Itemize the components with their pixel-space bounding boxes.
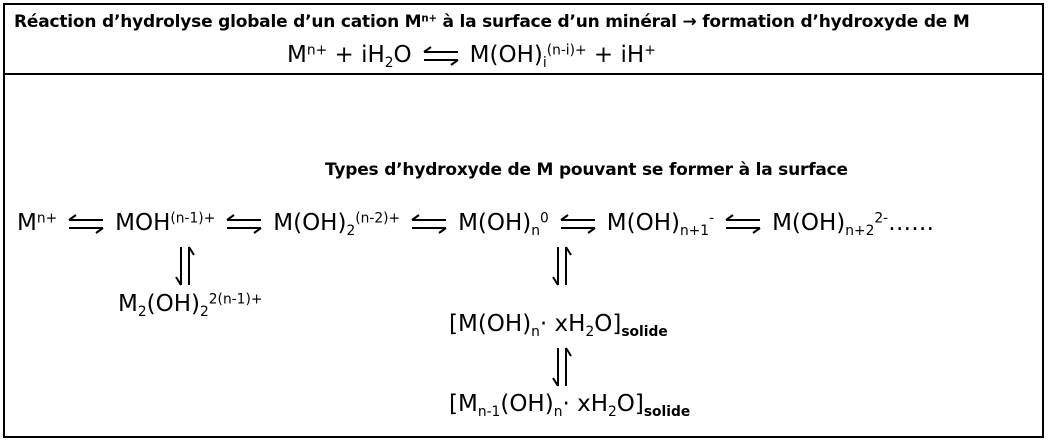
dimer-species: M2(OH)22(n-1)+ bbox=[118, 291, 263, 320]
vertical-equilibrium-arrow bbox=[175, 246, 195, 286]
species-m-oh-n: M(OH)n0 bbox=[458, 210, 549, 239]
equilibrium-arrow bbox=[68, 213, 104, 234]
diagram-frame bbox=[3, 3, 1044, 438]
species-m-oh-n-plus-1: M(OH)n+1- bbox=[606, 210, 715, 239]
types-heading: Types d’hydroxyde de M pouvant se former… bbox=[325, 160, 848, 180]
equilibrium-arrow bbox=[226, 213, 262, 234]
hydroxide-product: M(OH)i(n-i)+ bbox=[469, 42, 587, 71]
solid-polynuclear-hydroxide: [Mn-1(OH)n· xH2O]solide bbox=[449, 391, 691, 420]
cation: Mn+ bbox=[287, 42, 328, 68]
main-title: Réaction d’hydrolyse globale d’un cation… bbox=[14, 12, 970, 32]
title-bar bbox=[3, 3, 1044, 75]
equilibrium-arrow bbox=[411, 213, 447, 234]
vertical-equilibrium-arrow bbox=[552, 347, 572, 387]
equilibrium-arrow bbox=[560, 213, 596, 234]
hydrolysis-chain: Mn+ MOH(n-1)+ M(OH)2(n-2)+ M(OH)n0 M(OH)n+1-… bbox=[17, 210, 935, 239]
species-cation: Mn+ bbox=[17, 210, 58, 236]
equilibrium-arrow bbox=[423, 45, 459, 66]
species-m-oh-2: M(OH)2(n-2)+ bbox=[273, 210, 401, 239]
species-m-oh-n-plus-2: M(OH)n+22- bbox=[772, 210, 889, 239]
solid-hydroxide: [M(OH)n· xH2O]solide bbox=[449, 311, 668, 340]
vertical-equilibrium-arrow bbox=[552, 246, 572, 286]
species-moh: MOH(n-1)+ bbox=[115, 210, 216, 236]
equilibrium-arrow bbox=[725, 213, 761, 234]
